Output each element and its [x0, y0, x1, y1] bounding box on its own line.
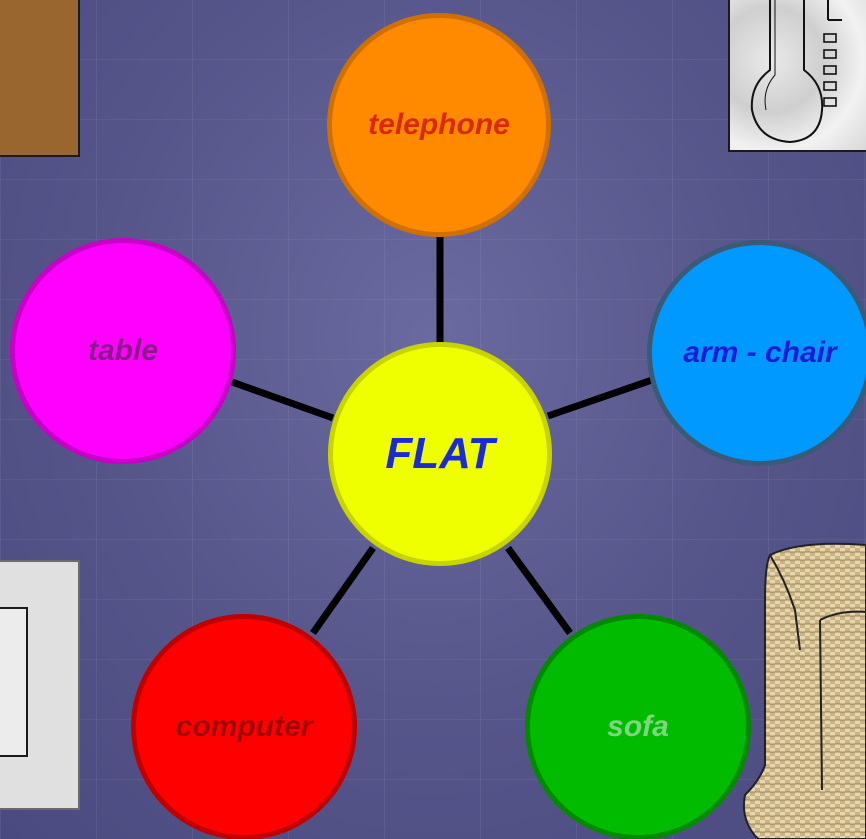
connector-computer	[310, 545, 376, 636]
node-table: table	[10, 238, 236, 464]
node-sofa-label: sofa	[607, 710, 669, 743]
connector-armchair	[546, 376, 654, 420]
node-telephone-label: telephone	[368, 108, 510, 141]
node-armchair: arm - chair	[647, 240, 866, 466]
node-computer: computer	[131, 614, 357, 839]
armchair-icon	[742, 542, 866, 839]
wood-panel-picture	[0, 0, 80, 157]
node-center-label: FLAT	[385, 429, 495, 478]
node-table-label: table	[87, 334, 159, 367]
node-telephone: telephone	[327, 13, 551, 237]
thermometer-picture	[728, 0, 866, 152]
node-computer-label: computer	[175, 710, 313, 743]
connector-table	[230, 378, 335, 422]
frame-picture-inner	[0, 607, 28, 757]
thermometer-icon	[750, 0, 842, 144]
armchair-picture	[740, 540, 866, 839]
frame-picture	[0, 560, 80, 810]
connector-sofa	[505, 545, 573, 636]
node-center: FLAT	[328, 342, 552, 566]
node-sofa: sofa	[525, 614, 751, 839]
node-armchair-label: arm - chair	[683, 336, 837, 369]
